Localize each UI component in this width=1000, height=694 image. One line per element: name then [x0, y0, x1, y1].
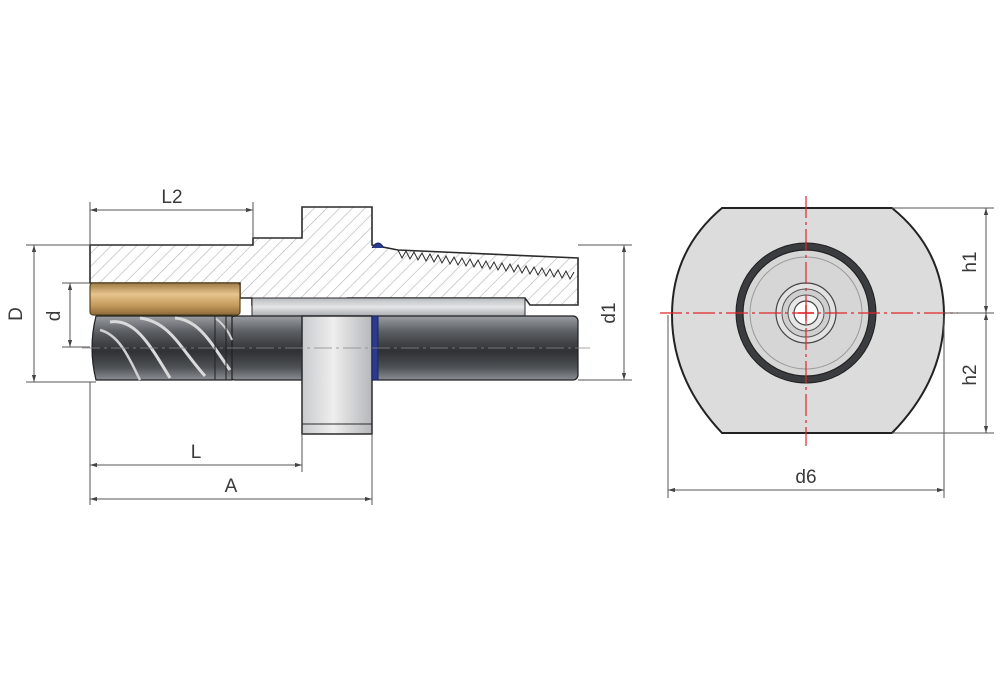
end-view [660, 196, 958, 446]
label-A: A [225, 476, 238, 497]
side-view-labels: L2 D d d1 L A [6, 187, 620, 497]
collar [301, 315, 373, 435]
label-h2: h2 [960, 364, 981, 385]
o-ring-top [371, 242, 385, 249]
label-d6: d6 [795, 467, 816, 488]
brass-insert [89, 282, 241, 316]
side-view-dimensions [26, 202, 632, 505]
external-thread [397, 249, 575, 281]
end-view-dimensions [667, 207, 994, 498]
label-D: D [6, 307, 27, 321]
label-d1: d1 [599, 302, 620, 323]
label-L: L [191, 442, 202, 463]
label-h1: h1 [960, 251, 981, 272]
end-view-labels: h1 h2 d6 [795, 251, 981, 488]
label-L2: L2 [161, 187, 182, 208]
inner-bore [251, 297, 526, 317]
label-d: d [44, 311, 65, 322]
side-section-view [82, 206, 590, 435]
housing-section [89, 206, 579, 306]
